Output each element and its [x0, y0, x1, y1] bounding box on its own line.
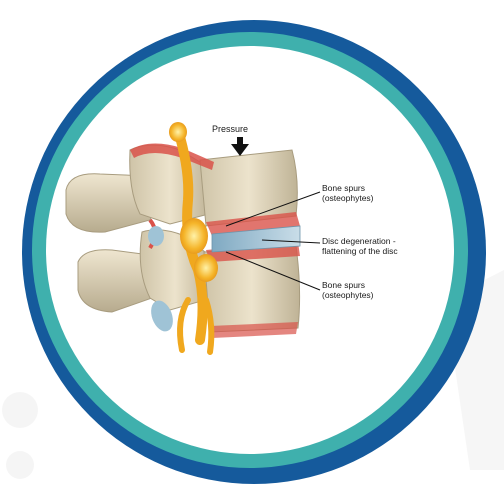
bone-spurs-bottom-label: Bone spurs (osteophytes) — [322, 280, 374, 300]
pressure-text: Pressure — [212, 124, 248, 134]
bone-spurs-top-line1: Bone spurs — [322, 183, 374, 193]
bone-spurs-top-label: Bone spurs (osteophytes) — [322, 183, 374, 203]
disc-degeneration-line1: Disc degeneration - — [322, 236, 398, 246]
disc-degeneration-label: Disc degeneration - flattening of the di… — [322, 236, 398, 256]
disc-degeneration-line2: flattening of the disc — [322, 246, 398, 256]
bone-spurs-bottom-line1: Bone spurs — [322, 280, 374, 290]
bone-spurs-bottom-line2: (osteophytes) — [322, 290, 374, 300]
bone-spurs-top-line2: (osteophytes) — [322, 193, 374, 203]
pressure-label: Pressure — [212, 124, 248, 134]
